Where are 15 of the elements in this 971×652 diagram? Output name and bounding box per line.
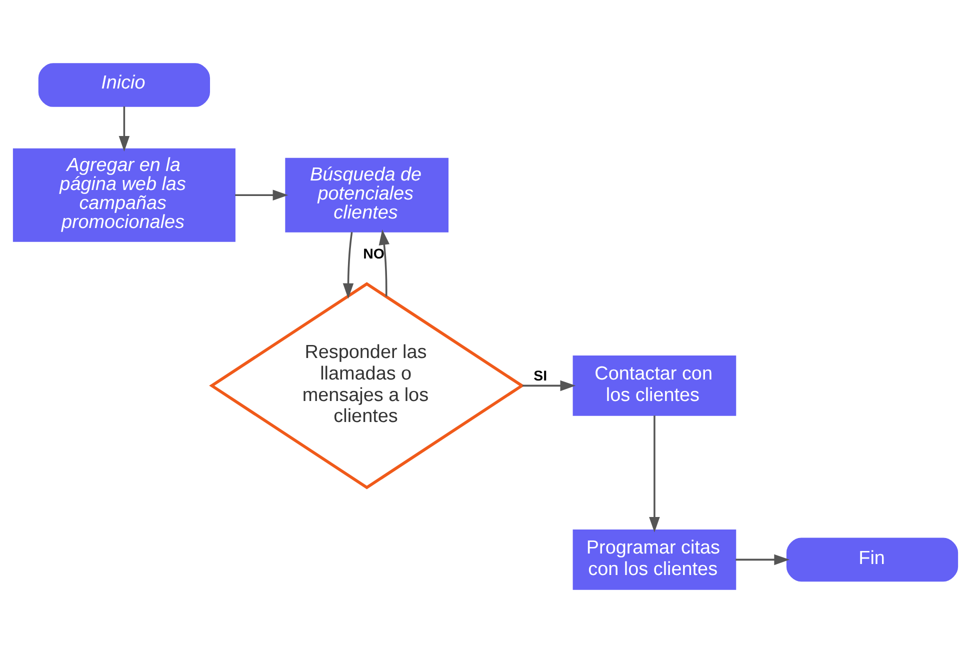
node-box: Contactar con los clientes — [572, 355, 736, 416]
node-box: Agregar en la página web las campañas promocionales — [12, 148, 236, 242]
arrow — [522, 380, 576, 391]
arrow — [118, 106, 130, 151]
node-box: Programar citas con los clientes — [572, 529, 736, 590]
arrow — [649, 415, 660, 532]
arrow — [235, 189, 288, 200]
node-box: Inicio — [38, 62, 210, 106]
edge-label: NO — [363, 246, 384, 262]
arrow — [378, 228, 390, 296]
edge-label: SI — [534, 368, 548, 384]
node-box: Fin — [786, 537, 958, 582]
arrow — [736, 554, 790, 565]
arrow — [342, 232, 354, 298]
node-box: Búsqueda de potenciales clientes — [285, 157, 449, 232]
